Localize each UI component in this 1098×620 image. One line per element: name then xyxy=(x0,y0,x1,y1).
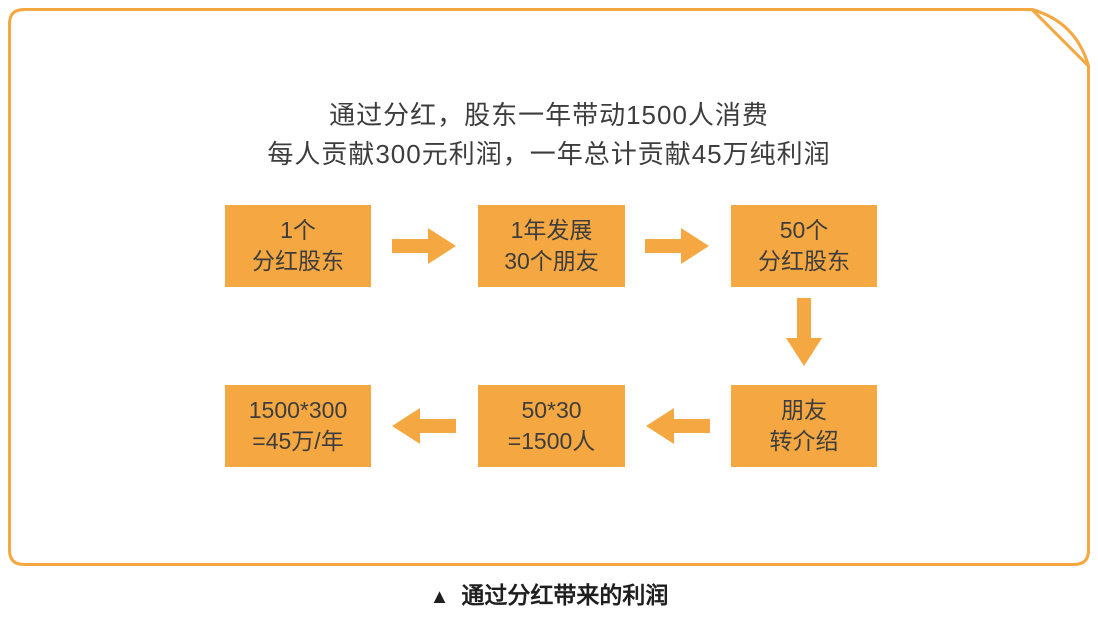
caption-text: 通过分红带来的利润 xyxy=(461,582,669,608)
box-text-line: 1个 xyxy=(280,217,316,243)
title-line-1: 通过分红，股东一年带动1500人消费 xyxy=(329,100,769,130)
arrow-bar xyxy=(420,419,456,433)
box-text-line: 转介绍 xyxy=(769,428,839,454)
box-text-line: 朋友 xyxy=(781,397,827,423)
arrow-bar xyxy=(392,239,428,253)
card-border xyxy=(8,8,1090,566)
box-text-line: =1500人 xyxy=(507,428,596,454)
figure-caption: ▲ 通过分红带来的利润 xyxy=(0,576,1098,610)
arrow-head xyxy=(786,338,822,366)
box-text-line: 分红股东 xyxy=(758,248,850,274)
title-line-2: 每人贡献300元利润，一年总计贡献45万纯利润 xyxy=(267,139,831,169)
box-friends-referral: 朋友 转介绍 xyxy=(731,385,877,467)
box-50x30-equals-1500: 50*30 =1500人 xyxy=(478,385,625,467)
arrow-right-icon xyxy=(392,228,456,264)
arrow-bar xyxy=(797,298,811,338)
box-text-line: 1500*300 xyxy=(248,397,348,423)
arrow-head xyxy=(646,408,674,444)
box-one-year-30-friends: 1年发展 30个朋友 xyxy=(478,205,625,287)
box-1500x300-equals-450k: 1500*300 =45万/年 xyxy=(225,385,371,467)
arrow-bar xyxy=(674,419,710,433)
box-text-line: 分红股东 xyxy=(252,248,344,274)
arrow-bar xyxy=(645,239,681,253)
arrow-head xyxy=(392,408,420,444)
card-outline xyxy=(8,8,1090,566)
arrow-left-icon xyxy=(392,408,456,444)
box-text-line: 30个朋友 xyxy=(504,248,599,274)
box-text-line: 1年发展 xyxy=(510,217,593,243)
caption-triangle-icon: ▲ xyxy=(429,586,450,608)
box-text-line: =45万/年 xyxy=(252,428,344,454)
box-50-dividend-shareholders: 50个 分红股东 xyxy=(731,205,877,287)
box-text-line: 50*30 xyxy=(521,397,582,423)
arrow-right-icon xyxy=(645,228,709,264)
diagram-title: 通过分红，股东一年带动1500人消费 每人贡献300元利润，一年总计贡献45万纯… xyxy=(8,96,1090,174)
note-card: 通过分红，股东一年带动1500人消费 每人贡献300元利润，一年总计贡献45万纯… xyxy=(8,8,1090,566)
page-curl-icon xyxy=(1030,8,1090,68)
arrow-head xyxy=(681,228,709,264)
arrow-down-icon xyxy=(786,298,822,366)
box-one-dividend-shareholder: 1个 分红股东 xyxy=(225,205,371,287)
box-text-line: 50个 xyxy=(779,217,829,243)
arrow-left-icon xyxy=(646,408,710,444)
arrow-head xyxy=(428,228,456,264)
